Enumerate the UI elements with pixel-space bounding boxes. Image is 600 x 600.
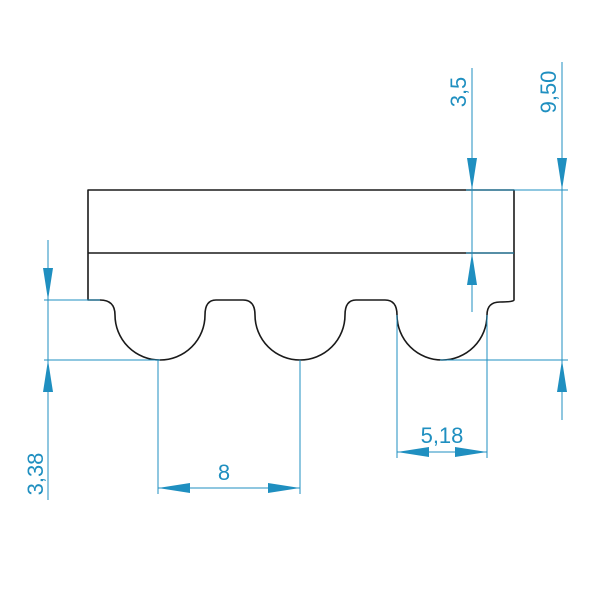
dim-total-height-label: 9,50 (536, 71, 561, 114)
dim-tooth-width: 5,18 (396, 315, 488, 458)
dim-tooth-pitch: 8 (157, 360, 301, 494)
belt-outline (87, 189, 515, 361)
arrow-total-bottom (557, 360, 567, 392)
arrow-back-top (467, 158, 477, 190)
arrow-back-bottom (467, 253, 477, 285)
arrow-width-left (397, 447, 429, 457)
arrow-pitch-left (158, 483, 190, 493)
dim-back-thickness-label: 3,5 (446, 77, 471, 108)
dim-tooth-height: 3,38 (23, 240, 160, 500)
arrow-tooth-height-bottom (43, 360, 53, 392)
dim-tooth-width-label: 5,18 (421, 423, 464, 448)
arrow-pitch-right (268, 483, 300, 493)
arrow-total-top (557, 158, 567, 190)
arrow-width-right (455, 447, 487, 457)
dim-tooth-pitch-label: 8 (218, 460, 230, 485)
dim-back-thickness: 3,5 (446, 68, 514, 312)
dim-total-height: 9,50 (440, 62, 568, 420)
belt-profile (87, 189, 515, 361)
dimension-annotations: 3,38 8 5,18 3,5 (23, 62, 568, 500)
dim-tooth-height-label: 3,38 (23, 453, 48, 496)
arrow-tooth-height-top (43, 268, 53, 300)
